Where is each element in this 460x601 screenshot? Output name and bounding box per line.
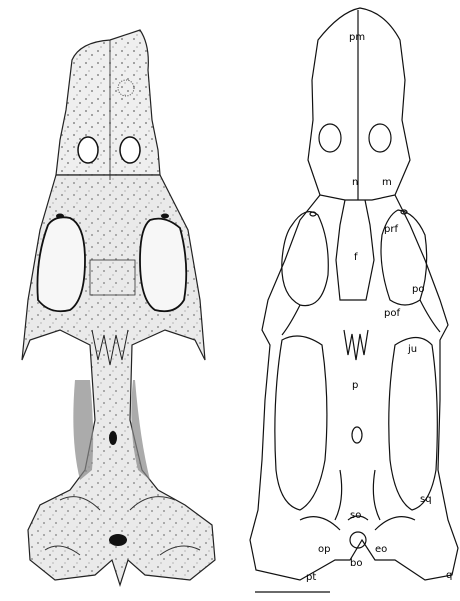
pineal-foramen — [352, 427, 362, 443]
left-naris-shaded — [78, 137, 98, 163]
anatomical-labels: pm n m prf f po pof ju p sq so op eo bo … — [306, 32, 452, 583]
label-pt: pt — [306, 572, 316, 583]
label-op: op — [318, 544, 330, 555]
label-m: m — [382, 177, 392, 188]
label-so: so — [350, 510, 361, 521]
label-f: f — [354, 252, 358, 263]
illustrated-skull — [20, 30, 220, 590]
right-temporal-fenestra — [389, 338, 438, 511]
label-bo: bo — [350, 558, 362, 569]
label-n: n — [352, 177, 358, 188]
label-p: p — [352, 380, 358, 391]
label-pm: pm — [349, 32, 365, 43]
left-orbit-outline — [282, 212, 328, 306]
label-q: q — [446, 570, 452, 581]
right-orbit-shaded — [140, 219, 186, 312]
label-prf: prf — [384, 224, 398, 235]
label-ju: ju — [407, 344, 417, 355]
left-naris-outline — [319, 124, 341, 152]
label-pof: pof — [384, 308, 400, 319]
left-temporal-fenestra — [275, 336, 327, 510]
right-naris-shaded — [120, 137, 140, 163]
label-po: po — [412, 284, 424, 295]
label-eo: eo — [375, 544, 387, 555]
label-sq: sq — [420, 494, 432, 505]
right-naris-outline — [369, 124, 391, 152]
